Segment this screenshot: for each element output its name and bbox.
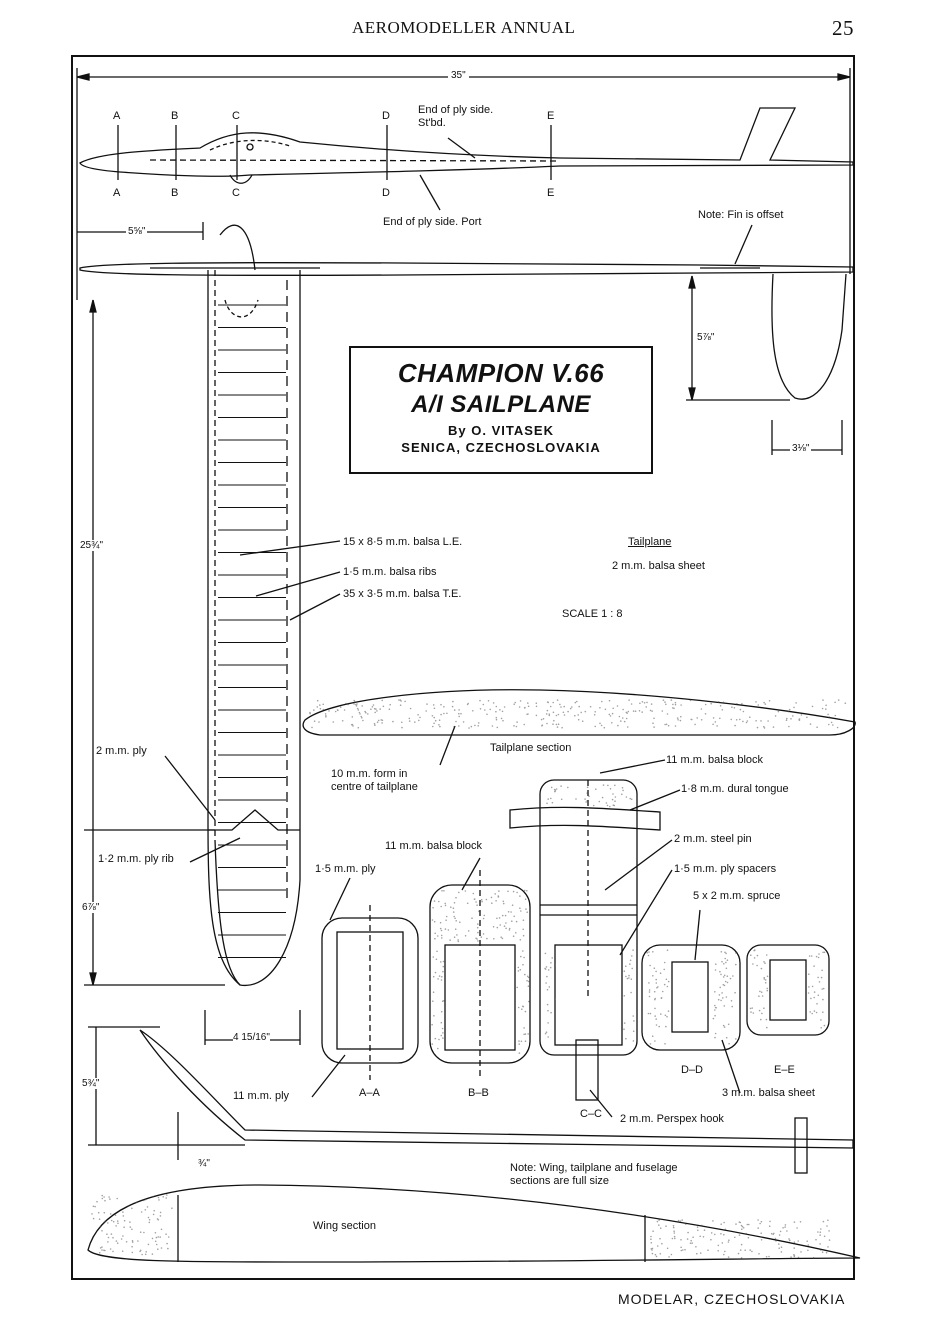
dim-root-chord: 4 15/16" [233, 1032, 270, 1043]
label-ply-rib: 1·2 m.m. ply rib [98, 853, 174, 865]
label-fin-offset: Note: Fin is offset [698, 209, 784, 221]
model-type: A/I SAILPLANE [411, 391, 591, 418]
label-ply-11: 11 m.m. ply [233, 1090, 290, 1102]
dim-tailplane-offset: 5⅞" [697, 332, 715, 343]
label-ply-port: End of ply side. Port [383, 216, 482, 228]
label-perspex-hook: 2 m.m. Perspex hook [620, 1113, 724, 1125]
dim-nose: 5⅝" [126, 226, 148, 237]
label-ply-2mm: 2 m.m. ply [96, 745, 147, 757]
label-section-bb: B–B [468, 1087, 489, 1099]
label-ply-stbd: End of ply side. St'bd. [418, 104, 494, 129]
running-header: AEROMODELLER ANNUAL [352, 18, 576, 37]
dim-overall-length: 35" [448, 70, 469, 81]
section-mark-e-lower: E [547, 187, 555, 199]
plan-frame [71, 55, 855, 1280]
dim-tip-rise: ¾" [198, 1158, 210, 1169]
dim-fin-chord: 3⅛" [790, 443, 812, 454]
label-section-dd: D–D [681, 1064, 704, 1076]
label-wing-section: Wing section [313, 1220, 376, 1232]
section-mark-b: B [171, 110, 179, 122]
dim-tip: 6⅞" [82, 902, 100, 913]
section-mark-a: A [113, 110, 121, 122]
label-dural-tongue: 1·8 m.m. dural tongue [681, 783, 789, 795]
label-note-full-size: Note: Wing, tailplane and fuselage secti… [510, 1162, 678, 1187]
label-balsa-block-top: 11 m.m. balsa block [666, 754, 764, 766]
label-tailplane: Tailplane [628, 536, 672, 548]
label-balsa-sheet-3: 3 m.m. balsa sheet [722, 1087, 815, 1099]
label-ply-1-5: 1·5 m.m. ply [315, 863, 376, 875]
section-mark-c: C [232, 110, 240, 122]
dim-dihedral: 5¾" [82, 1078, 100, 1089]
section-mark-a-lower: A [113, 187, 121, 199]
section-mark-b-lower: B [171, 187, 179, 199]
label-spruce: 5 x 2 m.m. spruce [693, 890, 781, 902]
label-leading-edge: 15 x 8·5 m.m. balsa L.E. [343, 536, 463, 548]
label-trailing-edge: 35 x 3·5 m.m. balsa T.E. [343, 588, 462, 600]
label-section-aa: A–A [359, 1087, 380, 1099]
label-ribs: 1·5 m.m. balsa ribs [343, 566, 437, 578]
label-tailplane-sheet: 2 m.m. balsa sheet [612, 560, 705, 572]
label-balsa-block: 11 m.m. balsa block [385, 840, 483, 852]
section-mark-c-lower: C [232, 187, 240, 199]
section-mark-e: E [547, 110, 555, 122]
label-tailplane-section: Tailplane section [490, 742, 572, 754]
section-mark-d: D [382, 110, 390, 122]
label-form: 10 m.m. form in centre of tailplane [331, 768, 418, 793]
label-ply-spacers: 1·5 m.m. ply spacers [674, 863, 777, 875]
label-section-ee: E–E [774, 1064, 795, 1076]
page-number: 25 [832, 16, 854, 40]
dim-half-span: 25¾" [80, 540, 104, 551]
title-block: CHAMPION V.66 A/I SAILPLANE By O. VITASE… [349, 346, 653, 474]
designer-location: SENICA, CZECHOSLOVAKIA [401, 440, 601, 455]
label-section-cc: C–C [580, 1108, 603, 1120]
label-scale: SCALE 1 : 8 [562, 608, 623, 620]
designer: By O. VITASEK [448, 423, 554, 438]
model-name: CHAMPION V.66 [397, 358, 605, 388]
section-mark-d-lower: D [382, 187, 390, 199]
source-credit: MODELAR, CZECHOSLOVAKIA [618, 1291, 846, 1307]
label-steel-pin: 2 m.m. steel pin [674, 833, 752, 845]
